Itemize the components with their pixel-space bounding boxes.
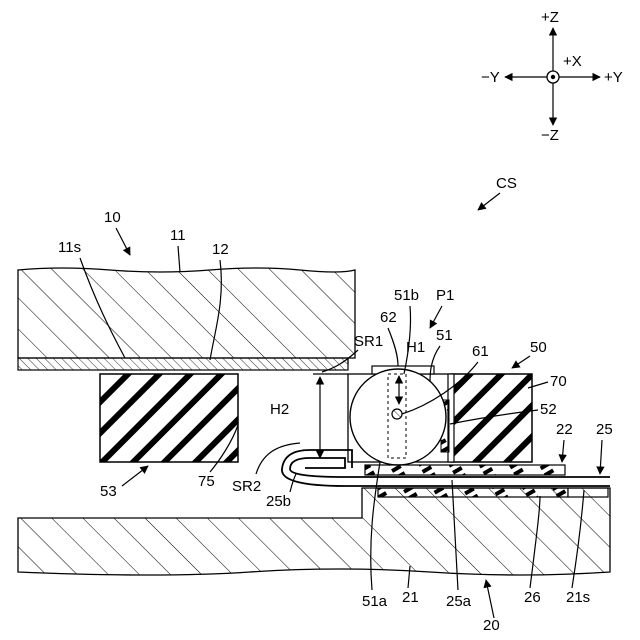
cs-leader-arrow xyxy=(478,193,500,210)
element-50 xyxy=(348,366,532,465)
layer-12 xyxy=(18,358,348,370)
upper-substrate-11 xyxy=(18,268,355,370)
label-75: 75 xyxy=(198,473,215,490)
label-50: 50 xyxy=(530,339,547,356)
label-25a: 25a xyxy=(446,593,472,610)
leader-62 xyxy=(388,328,398,366)
label-sr1: SR1 xyxy=(354,333,383,350)
label-plus-z: +Z xyxy=(541,9,559,26)
leader-25b xyxy=(290,474,296,492)
leader-20 xyxy=(486,580,494,618)
label-12: 12 xyxy=(212,241,229,258)
leader-50 xyxy=(512,356,530,368)
label-26: 26 xyxy=(524,589,541,606)
label-11s: 11s xyxy=(58,239,81,256)
label-52: 52 xyxy=(540,401,557,418)
label-61: 61 xyxy=(472,343,489,360)
label-minus-y: −Y xyxy=(481,69,500,86)
leader-p1 xyxy=(430,306,442,328)
label-21s: 21s xyxy=(566,589,590,606)
leader-22 xyxy=(562,440,564,462)
label-h2: H2 xyxy=(270,401,289,418)
label-25: 25 xyxy=(596,421,613,438)
label-plus-x: +X xyxy=(563,53,582,70)
label-p1: P1 xyxy=(436,287,454,304)
label-10: 10 xyxy=(104,209,121,226)
center-61 xyxy=(392,409,402,419)
lower-substrate-21 xyxy=(18,488,610,575)
label-22: 22 xyxy=(556,421,573,438)
label-51: 51 xyxy=(436,327,453,344)
label-sr2: SR2 xyxy=(232,478,261,495)
leader-sr2 xyxy=(256,443,300,474)
label-53: 53 xyxy=(100,483,117,500)
label-70: 70 xyxy=(550,373,567,390)
label-11: 11 xyxy=(170,227,186,244)
leader-11 xyxy=(178,246,180,272)
label-51a: 51a xyxy=(362,593,388,610)
leader-53 xyxy=(122,466,148,486)
label-25b: 25b xyxy=(266,493,291,510)
block-53 xyxy=(100,374,238,462)
label-20: 20 xyxy=(483,617,500,634)
x-axis-dot-icon xyxy=(551,75,555,79)
layer-22 xyxy=(365,465,565,475)
block-70 xyxy=(452,374,532,462)
leader-10 xyxy=(116,228,130,255)
label-62: 62 xyxy=(380,309,397,326)
label-21: 21 xyxy=(402,589,419,606)
label-cs: CS xyxy=(496,175,517,192)
label-51b: 51b xyxy=(394,287,419,304)
label-h1: H1 xyxy=(406,339,425,356)
coordinate-system: +Z −Z −Y +Y +X xyxy=(481,9,623,144)
label-minus-z: −Z xyxy=(541,127,559,144)
label-plus-y: +Y xyxy=(604,69,623,86)
leader-25 xyxy=(600,440,602,474)
